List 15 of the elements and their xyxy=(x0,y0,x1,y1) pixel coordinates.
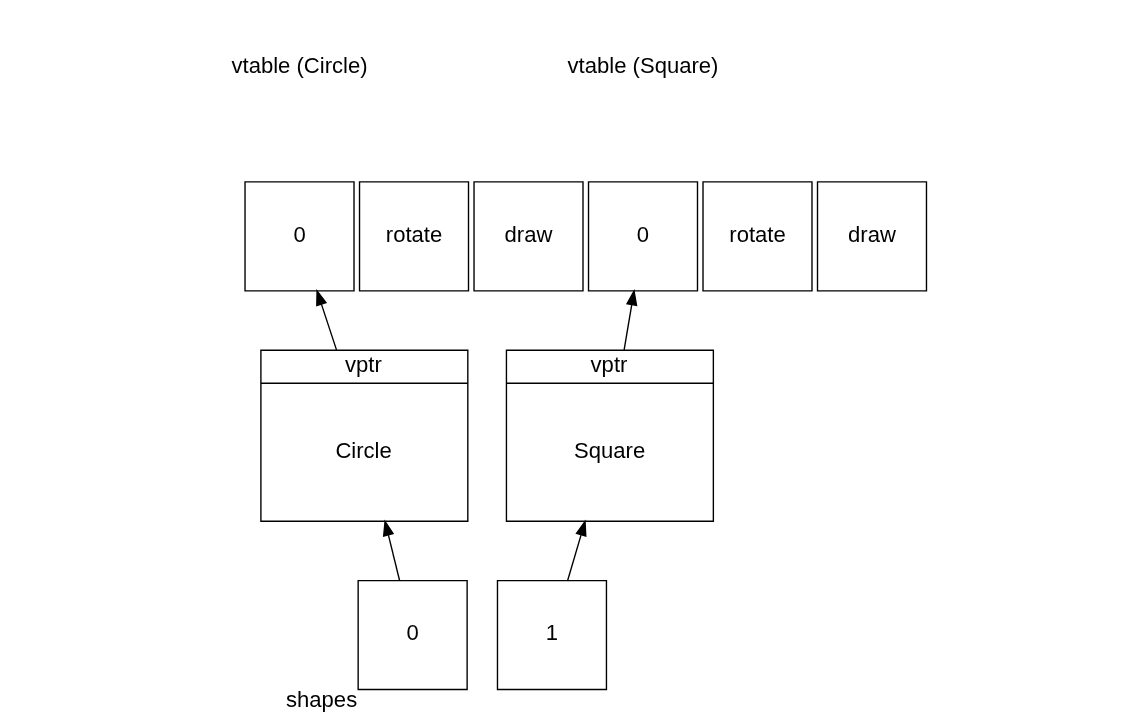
node-box: 0 xyxy=(244,181,355,292)
node-box: 1 xyxy=(496,579,608,691)
node-box: draw xyxy=(473,181,584,292)
label: vtable (Square) xyxy=(567,53,719,79)
node-box: 0 xyxy=(357,579,468,691)
node-label: shapes xyxy=(286,687,358,713)
node-box: rotate xyxy=(702,181,813,292)
node-box: rotate xyxy=(358,181,470,292)
node-box: draw xyxy=(816,181,928,292)
node-box: 0 xyxy=(587,181,699,292)
label: vtable (Circle) xyxy=(231,53,368,79)
arrow xyxy=(316,289,338,351)
arrow xyxy=(382,519,401,582)
arrow xyxy=(623,288,638,351)
arrow xyxy=(566,519,587,582)
